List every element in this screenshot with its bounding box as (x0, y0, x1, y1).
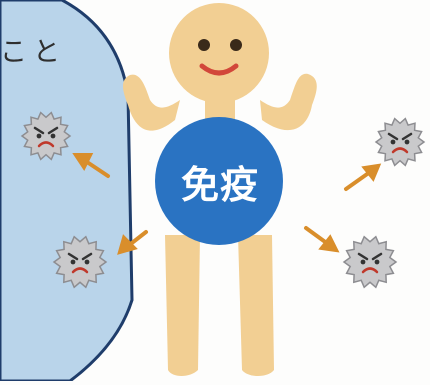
germ-icon (344, 237, 396, 288)
head (169, 3, 269, 103)
immune-badge-label: 免疫 (162, 154, 278, 209)
left-arm (123, 75, 180, 131)
left-eye (198, 39, 210, 51)
germ-icon (376, 119, 424, 166)
right-eye (230, 39, 242, 51)
left-leg (165, 235, 200, 376)
panel-text: こと (0, 30, 66, 69)
arrow-upper-right (346, 166, 378, 189)
right-arm (260, 74, 317, 130)
right-leg (238, 235, 274, 376)
arrow-lower-right (306, 228, 336, 250)
